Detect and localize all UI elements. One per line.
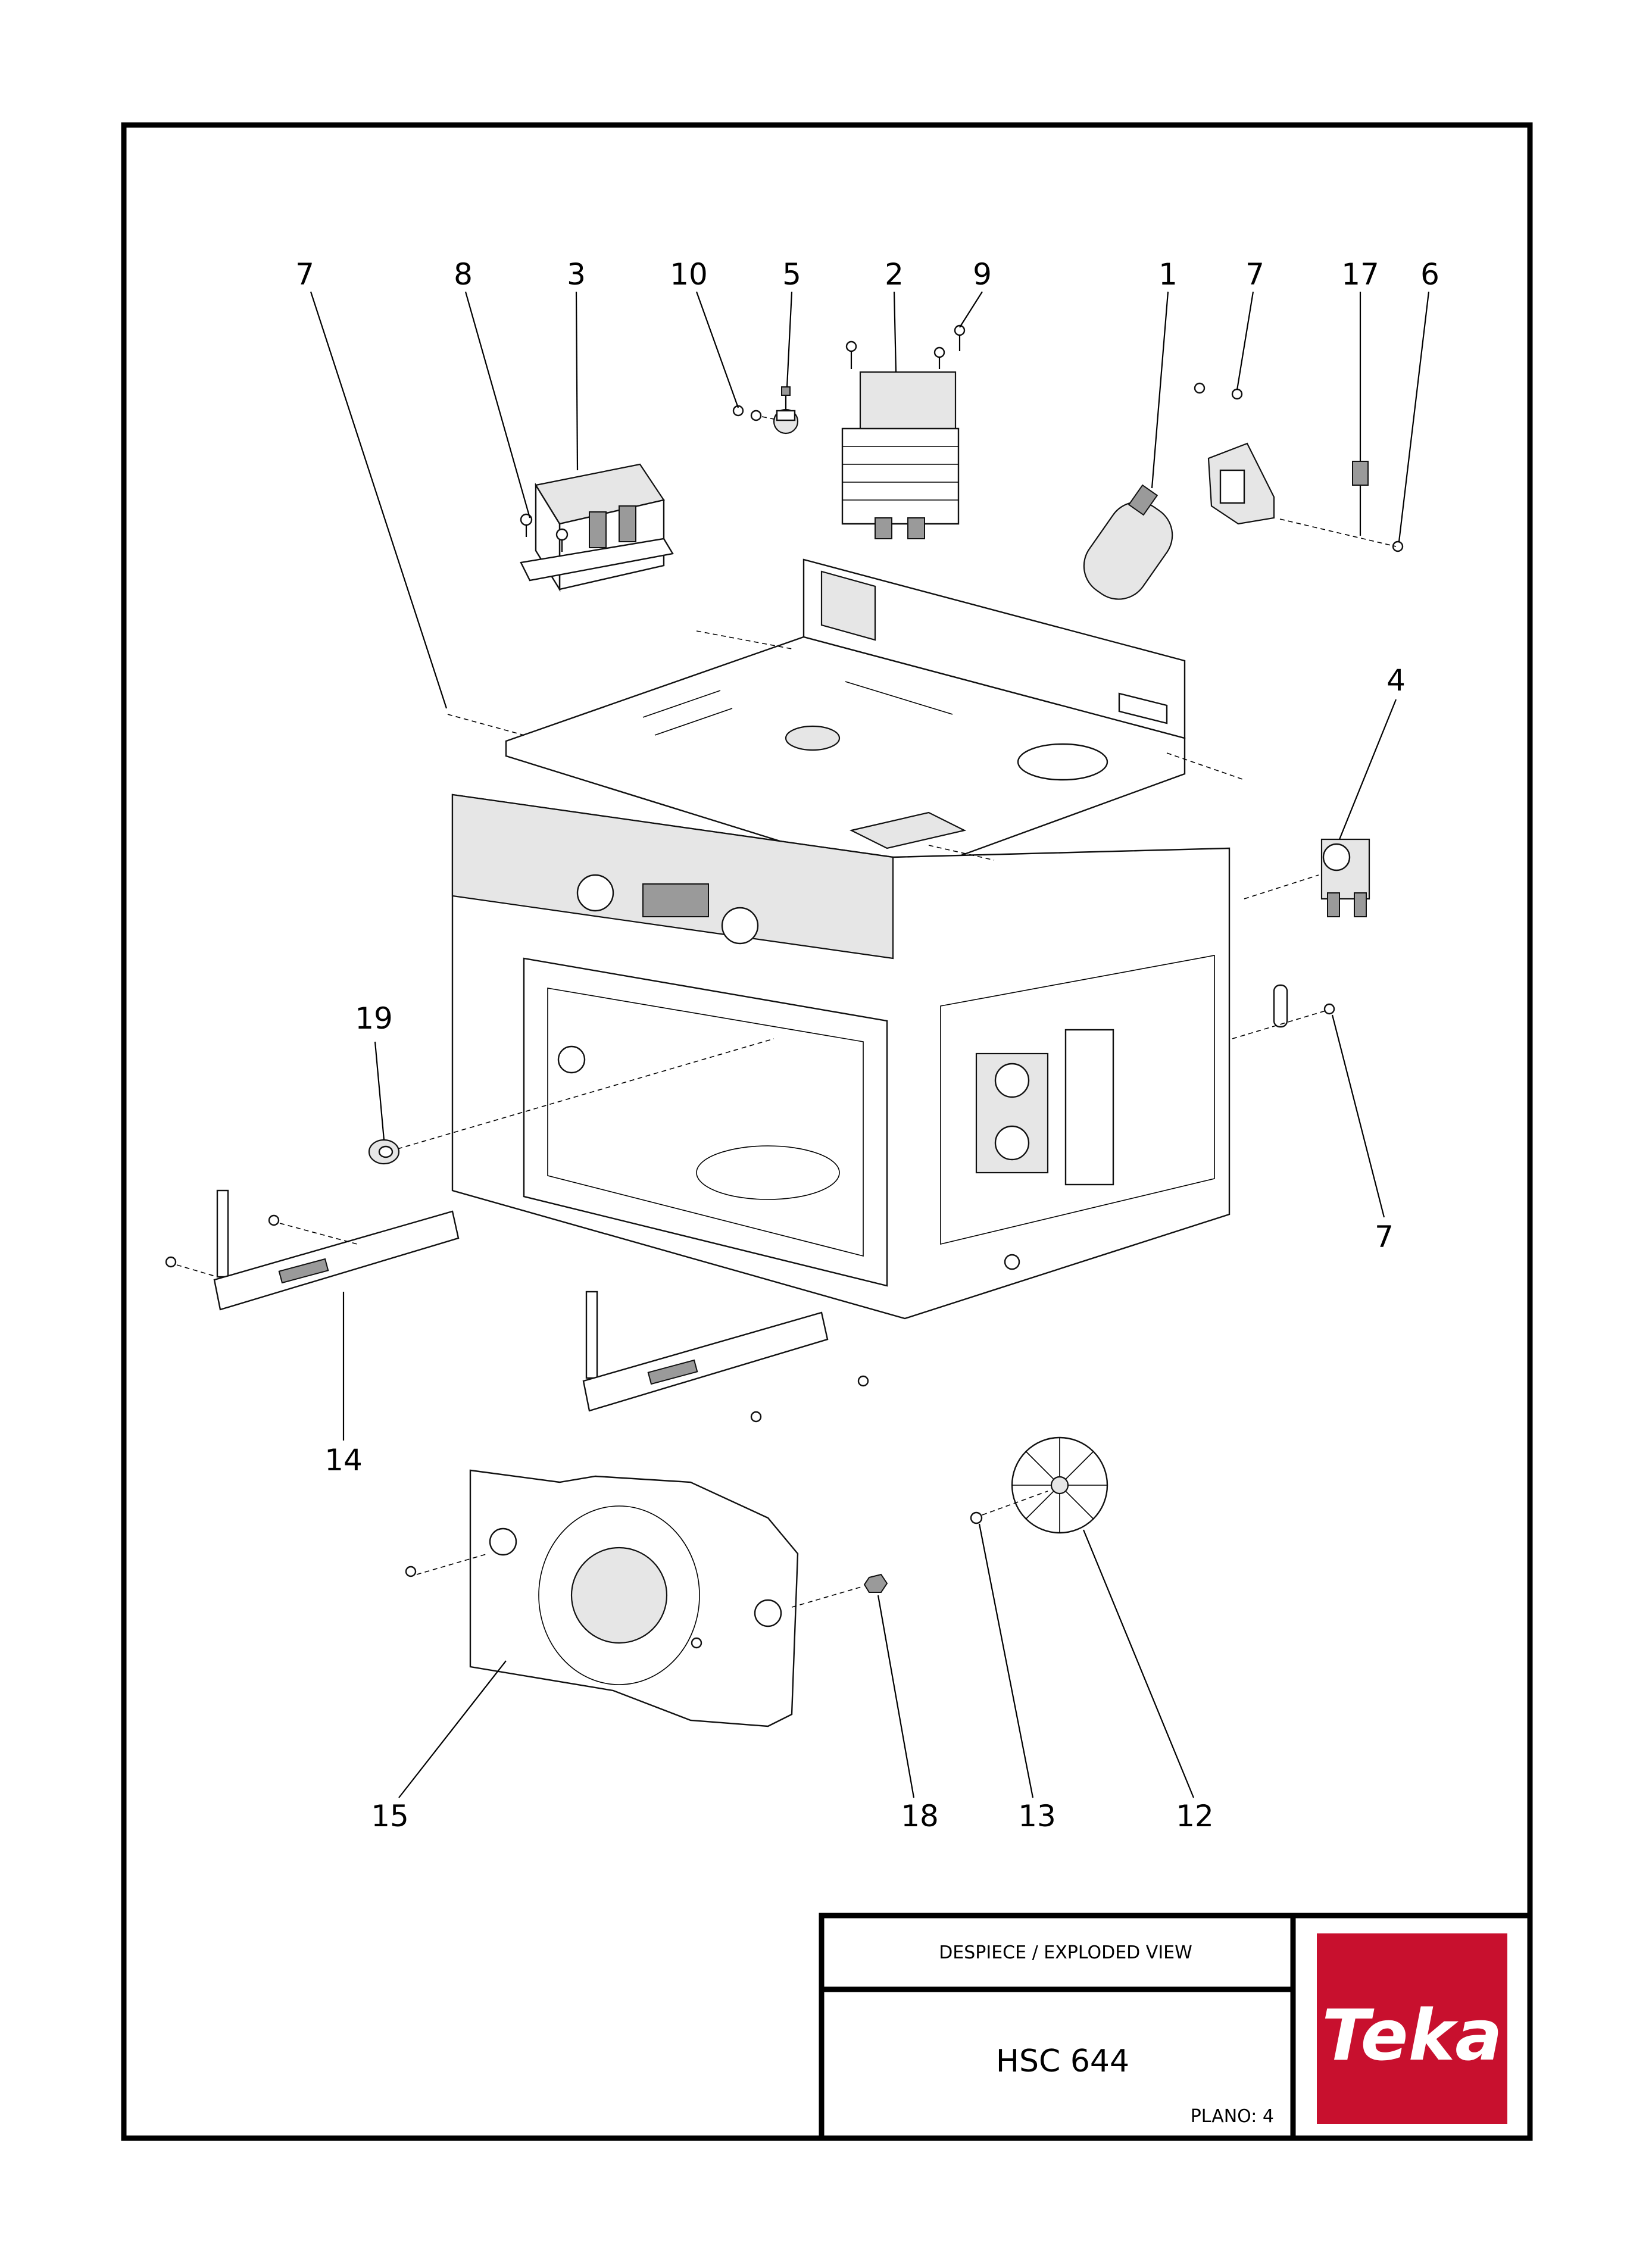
fuse-holder-part	[1194, 382, 1404, 552]
callout-right-2: 7	[1375, 1220, 1394, 1254]
assembly-lines	[176, 416, 1397, 1608]
title-block: DESPIECE / EXPLODED VIEW HSC 644 PLANO: …	[819, 1913, 1533, 2141]
oven-body-part	[451, 793, 1231, 1320]
callout-top-4: 10	[670, 257, 708, 292]
callout-top-8: 1	[1158, 257, 1178, 292]
fan-impeller-part	[970, 1436, 1108, 1534]
sheet-header-label: DESPIECE / EXPLODED VIEW	[939, 1942, 1192, 1963]
fan-motor-part	[1320, 838, 1370, 917]
leader-lines	[310, 291, 1430, 1798]
callout-top-6: 2	[885, 257, 904, 292]
callout-top-7: 9	[973, 257, 992, 292]
callout-top-1: 7	[295, 257, 314, 292]
top-plate-part	[505, 558, 1186, 879]
plan-number: PLANO: 4	[1191, 2106, 1274, 2127]
model-number: HSC 644	[996, 2044, 1129, 2079]
callout-bottom-4: 12	[1176, 1799, 1214, 1833]
callout-left-2: 14	[324, 1443, 363, 1477]
thermostat-part	[732, 386, 799, 435]
callout-numbers: 7 8 3 10 5 2 9 1 7 17 6 4 7 19 14 15 18 …	[295, 257, 1439, 1833]
clip-part	[1273, 984, 1335, 1028]
callout-top-2: 8	[454, 257, 473, 292]
callout-bottom-2: 18	[901, 1799, 939, 1833]
capacitor-part	[1083, 484, 1173, 600]
brand-logo-text: Teka	[1322, 1994, 1502, 2076]
left-hinge-part	[165, 1189, 460, 1311]
callout-top-5: 5	[782, 257, 801, 292]
back-cover-part	[405, 1469, 799, 1727]
exploded-drawing	[165, 291, 1430, 1798]
nut-part	[863, 1573, 888, 1593]
bushing-part	[368, 1139, 400, 1165]
callout-right-1: 4	[1386, 663, 1406, 698]
magnetron-part	[841, 324, 966, 539]
callout-bottom-1: 15	[371, 1799, 409, 1833]
right-hinge-part	[582, 1291, 869, 1423]
callout-left-1: 19	[355, 1001, 393, 1036]
transformer-part	[520, 463, 674, 592]
callout-top-10: 17	[1341, 257, 1379, 292]
callout-top-9: 7	[1245, 257, 1264, 292]
brand-logo: Teka	[1322, 1994, 1502, 2076]
brand-logo-background	[1317, 1933, 1507, 2124]
callout-top-3: 3	[567, 257, 586, 292]
callout-top-11: 6	[1420, 257, 1439, 292]
callout-bottom-3: 13	[1018, 1799, 1056, 1833]
